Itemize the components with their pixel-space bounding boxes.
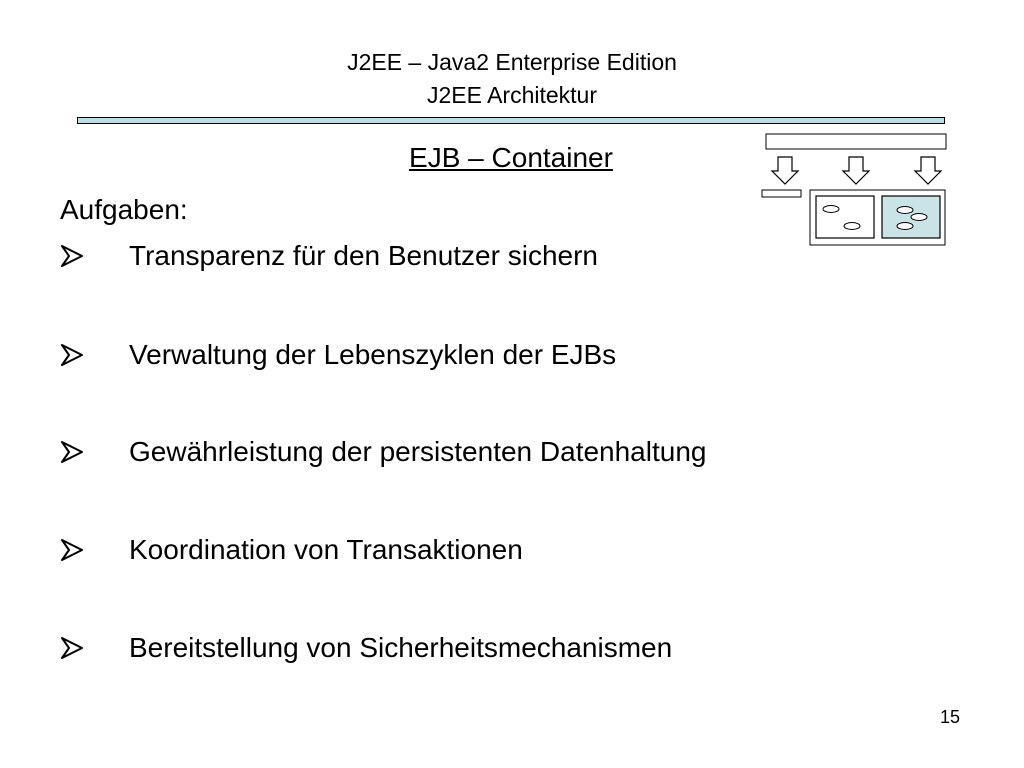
down-arrow-icon bbox=[841, 156, 871, 185]
down-arrow-icon bbox=[770, 156, 800, 185]
bean-oval bbox=[896, 222, 914, 230]
bullet-text: Gewährleistung der persistenten Datenhal… bbox=[129, 436, 707, 467]
arrowhead-bullet-icon bbox=[61, 245, 83, 267]
bullet-text: Koordination von Transaktionen bbox=[129, 534, 523, 565]
arrowhead-bullet-icon bbox=[61, 637, 83, 659]
container-compartment bbox=[815, 195, 875, 239]
bean-oval bbox=[822, 205, 840, 213]
bullet-text: Verwaltung der Lebenszyklen der EJBs bbox=[129, 339, 617, 370]
slide-subtitle: EJB – Container bbox=[409, 142, 613, 173]
intro-label: Aufgaben: bbox=[60, 194, 188, 225]
title-divider bbox=[77, 117, 945, 124]
arrowhead-bullet-icon bbox=[61, 344, 83, 366]
bullet-text: Bereitstellung von Sicherheitsmechanisme… bbox=[129, 632, 673, 663]
client-layer-bar bbox=[765, 133, 947, 150]
side-bar bbox=[761, 189, 802, 198]
slide-title-line-1: J2EE – Java2 Enterprise Edition bbox=[347, 49, 677, 75]
bean-oval bbox=[896, 206, 914, 214]
bean-oval bbox=[843, 222, 861, 230]
bullet-text: Transparenz für den Benutzer sichern bbox=[129, 240, 598, 271]
ejb-container-diagram-icon bbox=[761, 133, 947, 246]
arrowhead-bullet-icon bbox=[61, 441, 83, 463]
page-number: 15 bbox=[939, 707, 960, 727]
bean-oval bbox=[910, 213, 928, 221]
down-arrow-icon bbox=[913, 156, 943, 185]
arrowhead-bullet-icon bbox=[61, 539, 83, 561]
slide-title-line-2: J2EE Architektur bbox=[426, 82, 598, 108]
